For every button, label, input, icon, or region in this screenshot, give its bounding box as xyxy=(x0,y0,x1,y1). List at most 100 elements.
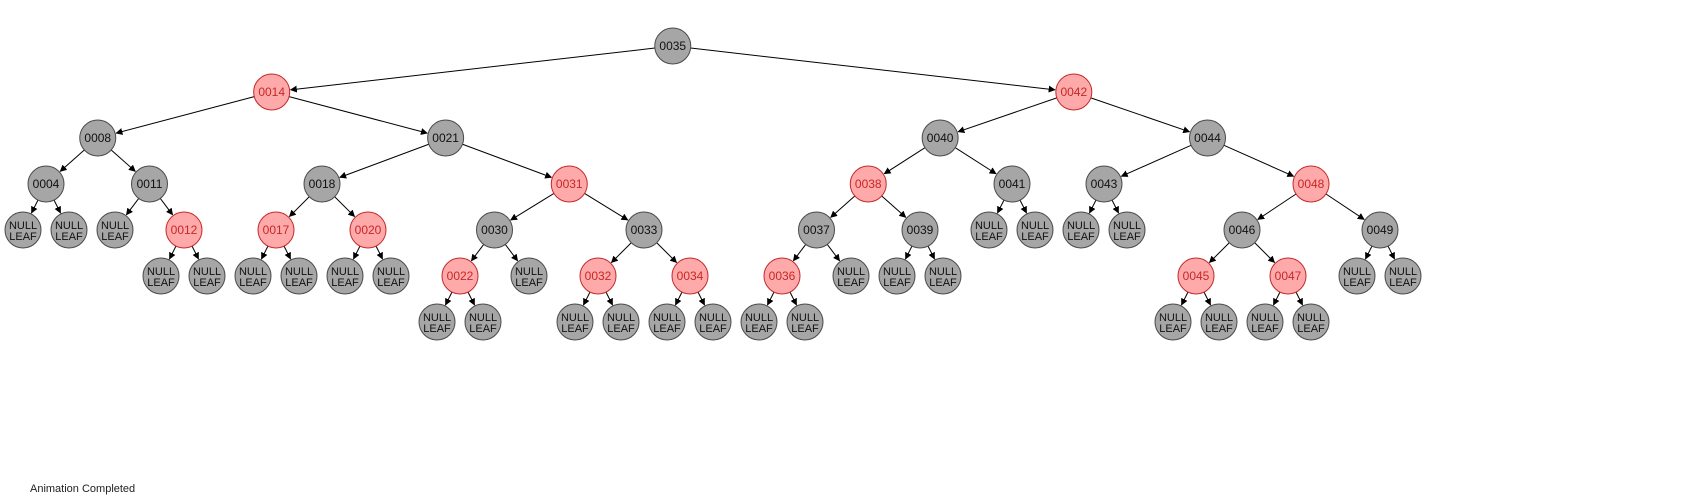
node-circle xyxy=(671,257,709,295)
tree-edge xyxy=(955,147,997,175)
node-key-label: 0047 xyxy=(1275,269,1302,283)
node-key-label: 0038 xyxy=(855,177,882,191)
null-leaf-label: NULL xyxy=(193,266,221,278)
tree-edge xyxy=(1325,193,1365,220)
null-leaf-label: NULL xyxy=(1343,266,1371,278)
null-leaf-label: NULL xyxy=(1205,312,1233,324)
tree-edge xyxy=(1387,245,1395,260)
null-leaf-circle xyxy=(464,303,502,341)
node-circle xyxy=(165,211,203,249)
node-key-label: 0046 xyxy=(1229,223,1256,237)
tree-edge xyxy=(1019,199,1027,214)
tree-edge xyxy=(1208,242,1230,264)
null-leaf-circle xyxy=(234,257,272,295)
null-leaf-label: NULL xyxy=(1021,220,1049,232)
black-node: 0008 xyxy=(79,119,117,157)
node-circle xyxy=(1269,257,1307,295)
tree-edge xyxy=(1365,245,1373,260)
null-leaf-circle xyxy=(280,257,318,295)
red-node: 0034 xyxy=(671,257,709,295)
node-circle xyxy=(901,211,939,249)
node-circle xyxy=(550,165,588,203)
null-leaf-label: LEAF xyxy=(331,277,359,289)
node-key-label: 0033 xyxy=(631,223,658,237)
null-leaf-label: NULL xyxy=(1251,312,1279,324)
null-leaf-label: LEAF xyxy=(837,277,865,289)
node-circle xyxy=(1177,257,1215,295)
node-circle xyxy=(625,211,663,249)
tree-edge xyxy=(675,291,683,306)
null-leaf-circle xyxy=(970,211,1008,249)
red-node: 0022 xyxy=(441,257,479,295)
null-leaf-label: LEAF xyxy=(975,231,1003,243)
tree-edge xyxy=(1295,291,1303,306)
node-circle xyxy=(1189,119,1226,157)
black-node: 0041 xyxy=(993,165,1031,203)
node-key-label: 0014 xyxy=(258,85,285,99)
tree-edge xyxy=(605,291,613,306)
null-leaf-label: NULL xyxy=(1113,220,1141,232)
node-key-label: 0012 xyxy=(171,223,198,237)
node-key-label: 0011 xyxy=(137,177,163,191)
black-node: 0011 xyxy=(131,165,168,203)
tree-edge xyxy=(1181,291,1189,306)
black-node: 0044 xyxy=(1189,119,1226,157)
black-node: 0040 xyxy=(921,119,959,157)
node-circle xyxy=(349,211,387,249)
tree-edge xyxy=(927,245,935,260)
null-leaf-label: NULL xyxy=(653,312,681,324)
null-leaf-circle xyxy=(602,303,640,341)
tree-edge xyxy=(289,47,655,93)
tree-edge xyxy=(792,244,807,262)
null-leaf-circle xyxy=(1108,211,1146,249)
node-circle xyxy=(441,257,479,295)
null-leaf-label: LEAF xyxy=(101,231,129,243)
null-leaf-circle xyxy=(418,303,456,341)
null-leaf-circle xyxy=(326,257,364,295)
node-circle xyxy=(1361,211,1399,249)
null-leaf-label: LEAF xyxy=(1021,231,1049,243)
tree-edge xyxy=(110,149,136,172)
tree-edge xyxy=(656,242,678,264)
tree-edge xyxy=(1223,144,1295,177)
null-leaf-label: NULL xyxy=(699,312,727,324)
null-leaf-label: NULL xyxy=(1389,266,1417,278)
red-node: 0032 xyxy=(579,257,617,295)
node-key-label: 0042 xyxy=(1060,85,1087,99)
null-leaf-circle xyxy=(786,303,824,341)
null-leaf-label: LEAF xyxy=(239,277,267,289)
null-leaf-label: NULL xyxy=(745,312,773,324)
black-node: 0030 xyxy=(476,211,513,249)
tree-edge xyxy=(283,245,291,260)
null-leaf-label: NULL xyxy=(791,312,819,324)
null-leaf-circle xyxy=(1200,303,1238,341)
null-leaf-label: LEAF xyxy=(1297,323,1325,335)
null-leaf-circle xyxy=(694,303,732,341)
null-leaf-label: NULL xyxy=(515,266,543,278)
red-node: 0020 xyxy=(349,211,387,249)
node-key-label: 0004 xyxy=(33,177,60,191)
null-leaf-label: LEAF xyxy=(193,277,221,289)
node-circle xyxy=(849,165,887,203)
null-leaf-label: LEAF xyxy=(1159,323,1187,335)
node-key-label: 0049 xyxy=(1367,223,1394,237)
red-node: 0014 xyxy=(253,73,291,111)
tree-edge xyxy=(1111,199,1119,214)
node-key-label: 0035 xyxy=(659,39,686,53)
null-leaf-label: LEAF xyxy=(469,323,497,335)
null-leaf-circle xyxy=(96,211,134,249)
